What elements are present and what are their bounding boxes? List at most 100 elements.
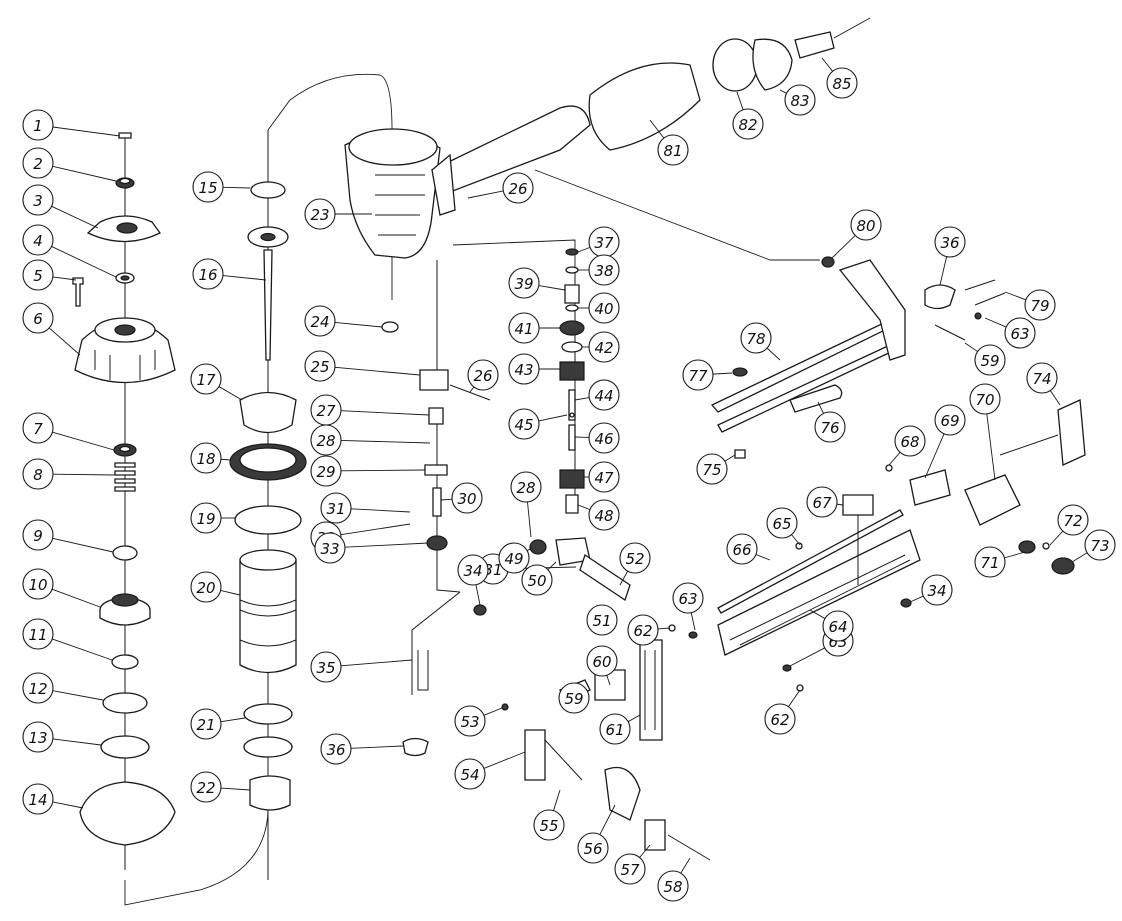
callout-number: 63 [678,590,697,608]
callout-circle [304,305,336,337]
callout-number: 59 [980,352,999,370]
callout-circle [190,771,222,803]
callout-leader-line [467,190,504,199]
callout-21: 21 [190,708,246,740]
callout-19: 19 [190,502,236,534]
callout-circle [740,322,772,354]
callout-number: 39 [514,275,533,293]
callout-number: 64 [828,618,847,636]
callout-number: 61 [605,721,624,739]
callout-74: 74 [1026,362,1061,406]
callout-leader-line [350,508,411,513]
callout-number: 67 [812,494,832,512]
callout-leader-line [547,561,557,571]
callout-leader-line [680,857,691,874]
callout-circle [1004,317,1036,349]
callout-circle [190,708,222,740]
callout-circle [508,312,540,344]
callout-leader-line [627,714,641,723]
callout-circle [22,721,54,753]
callout-circle [192,171,224,203]
callout-leader-line [48,327,81,356]
callout-number: 7 [33,420,43,438]
callout-leader-line [220,787,251,791]
callout-number: 69 [940,412,959,430]
callout-number: 28 [516,479,535,497]
callout-leader-line [1004,551,1026,559]
callout-leader-line [220,589,241,596]
callout-circle [22,519,54,551]
callout-circle [696,453,728,485]
callout-leader-line [52,537,114,553]
callout-circle [498,542,530,574]
callout-leader-line [52,801,84,809]
callout-40: 40 [578,292,620,324]
callout-7: 7 [22,412,115,451]
callout-number: 23 [310,206,329,224]
callout-leader-line [836,503,844,506]
callout-59: 59 [964,342,1006,376]
callout-number: 36 [940,234,959,252]
callout-51: 51 [586,604,618,636]
callout-leader-line [52,473,116,476]
callout-number: 83 [790,92,809,110]
callout-5: 5 [22,259,77,291]
callout-circle [826,67,858,99]
callout-leader-line [821,57,833,72]
callout-number: 63 [1010,325,1029,343]
callout-63: 63 [984,317,1036,349]
callout-10: 10 [22,568,101,608]
callout-circle [1084,529,1116,561]
callout-leader-line [736,91,744,110]
callout-circle [1024,289,1056,321]
callout-leader-line [51,246,117,278]
callout-28: 28 [310,424,431,456]
callout-59: 59 [558,682,590,714]
callout-leader-line [51,588,101,608]
callout-number: 78 [746,330,765,348]
callout-number: 46 [594,430,613,448]
callout-circle [314,532,346,564]
callout-number: 35 [316,659,335,677]
callout-circle [586,604,618,636]
callout-circle [508,408,540,440]
callout-44: 44 [574,379,620,411]
callout-number: 34 [463,562,482,580]
callout-73: 73 [1071,529,1116,563]
callout-58: 58 [657,857,691,902]
callout-circle [454,758,486,790]
callout-number: 77 [688,367,708,385]
callout-28: 28 [510,471,542,538]
callout-54: 54 [454,751,526,790]
callout-circle [764,703,796,735]
callout-leader-line [334,321,383,328]
callout-circle [588,292,620,324]
callout-circle [850,209,882,241]
callout-number: 4 [33,232,43,250]
callout-circle [627,614,659,646]
callout-39: 39 [508,267,566,299]
callout-number: 14 [28,791,47,809]
callout-31: 31 [320,492,411,524]
callout-14: 14 [22,783,84,815]
callout-circle [614,853,646,885]
callout-circle [657,134,689,166]
callout-circle [22,618,54,650]
callout-circle [304,350,336,382]
callout-number: 26 [508,180,527,198]
callout-35: 35 [310,651,413,683]
callout-leader-line [986,413,996,481]
callout-leader-line [606,675,611,686]
callout-79: 79 [1004,289,1056,321]
callout-leader-line [724,454,736,462]
callout-leader-line [809,609,826,619]
callout-leader-line [340,659,413,667]
callout-circle [320,492,352,524]
callout-12: 12 [22,672,104,704]
callout-number: 34 [927,582,946,600]
callout-leader-line [475,584,481,606]
callout-number: 68 [900,433,919,451]
callout-leader-line [526,547,533,552]
callout-circle [934,404,966,436]
